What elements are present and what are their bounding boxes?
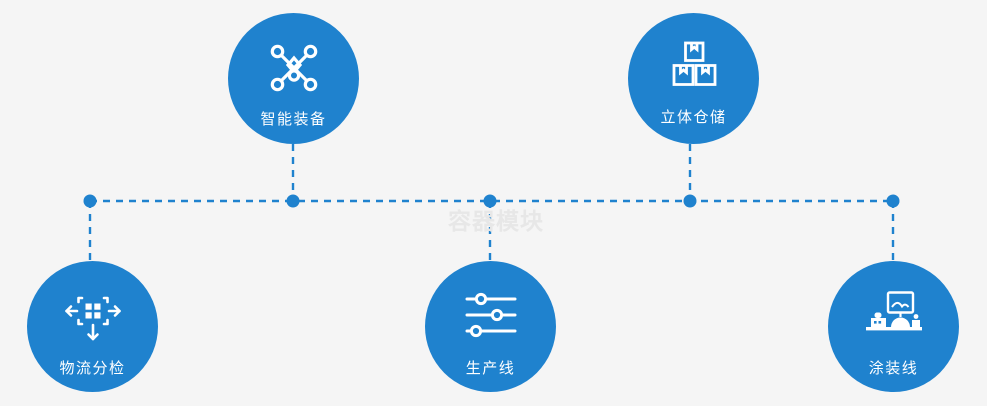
junction-dot-2[interactable] <box>286 194 300 208</box>
junction-dot-4[interactable] <box>683 194 697 208</box>
watermark-text: 容器模块 <box>448 209 544 235</box>
node-label-stereo-warehouse: 立体仓储 <box>660 108 727 126</box>
node-logistics-sorting[interactable]: 物流分检 <box>27 261 158 392</box>
node-smart-equipment[interactable]: 智能装备 <box>228 13 359 144</box>
paint-booth-icon <box>863 291 925 337</box>
node-label-logistics-sorting: 物流分检 <box>59 359 126 377</box>
node-coating-line[interactable]: 涂装线 <box>828 261 959 392</box>
node-label-production-line: 生产线 <box>465 359 516 377</box>
stacked-boxes-icon <box>666 40 722 92</box>
network-nodes-icon <box>266 40 322 96</box>
junction-dot-5[interactable] <box>886 194 900 208</box>
node-label-smart-equipment: 智能装备 <box>260 110 327 128</box>
junction-dot-1[interactable] <box>83 194 97 208</box>
sorting-arrows-icon <box>64 289 122 343</box>
node-label-coating-line: 涂装线 <box>868 359 919 377</box>
sliders-icon <box>463 291 519 339</box>
node-stereo-warehouse[interactable]: 立体仓储 <box>628 13 759 144</box>
node-production-line[interactable]: 生产线 <box>425 261 556 392</box>
